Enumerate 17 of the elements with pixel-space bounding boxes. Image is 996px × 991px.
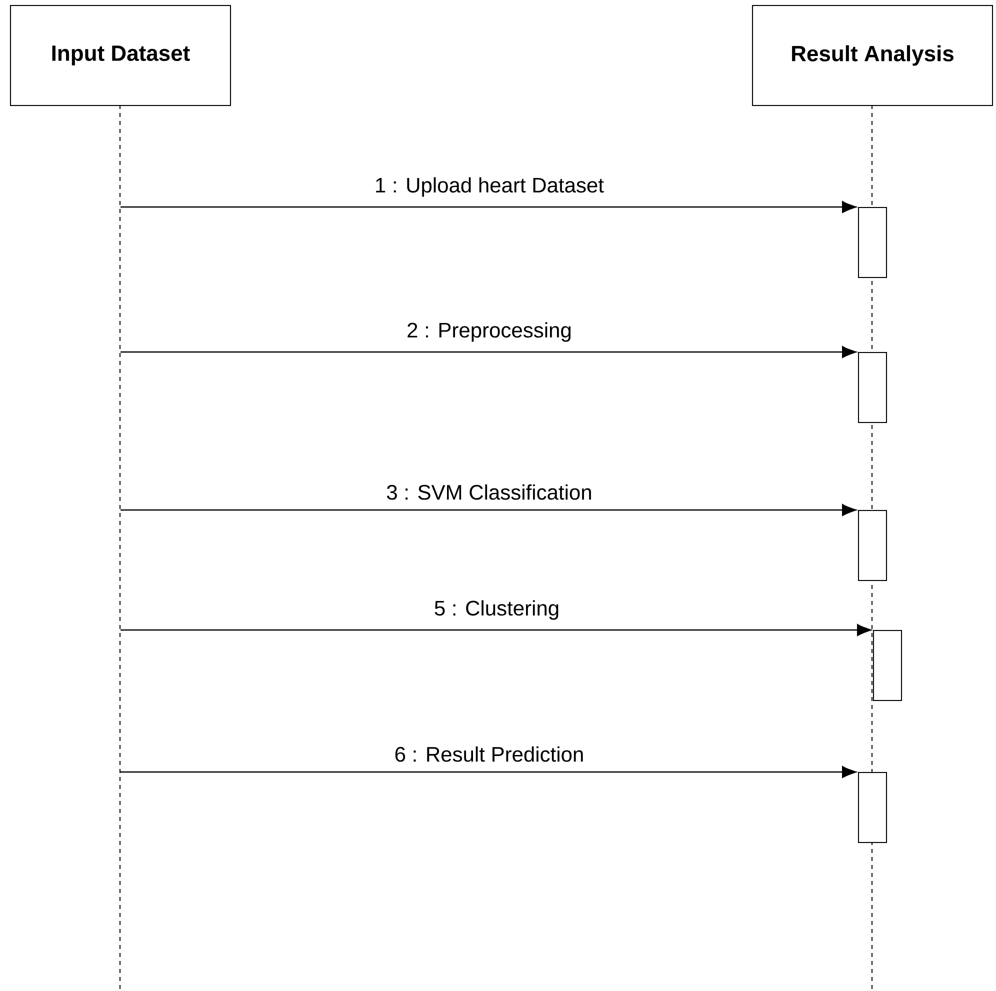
activation-bar	[858, 352, 887, 423]
activation-bar	[873, 630, 902, 701]
message-arrow	[120, 624, 872, 636]
activation-bar	[858, 510, 887, 581]
activation-bar	[858, 772, 887, 843]
activation-bar	[858, 207, 887, 278]
lifeline-box: Result Analysis	[752, 5, 993, 106]
message-label: 3 : SVM Classification	[386, 484, 591, 500]
message-label: 2 : Preprocessing	[408, 322, 571, 342]
message-label: 1 : Upload heart Dataset	[376, 177, 604, 197]
message-arrow	[120, 504, 856, 516]
message-arrow	[120, 766, 856, 778]
message-label: 6 : Result Prediction	[395, 746, 583, 762]
message-arrow	[120, 346, 856, 358]
lifeline-box: Input Dataset	[10, 5, 231, 106]
message-arrow	[120, 200, 856, 213]
message-label: 5 : Clustering	[434, 600, 558, 620]
